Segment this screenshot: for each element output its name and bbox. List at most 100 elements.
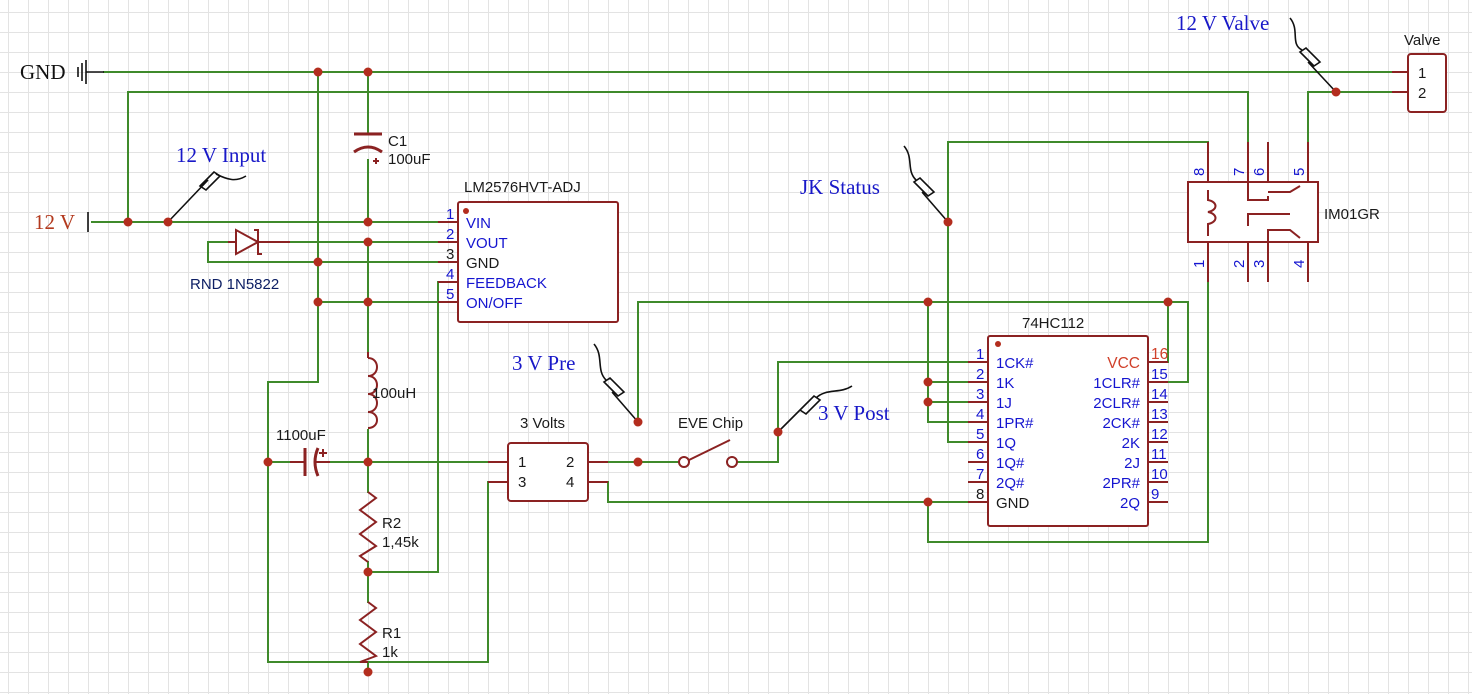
reg-pin3-name: GND xyxy=(466,255,500,272)
ff-pin-name-9: 2Q xyxy=(1120,495,1140,512)
relay-pin-5: 5 xyxy=(1291,168,1308,176)
ff-pin-num-10: 10 xyxy=(1151,466,1168,483)
ff-pin-num-1: 1 xyxy=(976,346,984,363)
net-flag-3v-pre: 3 V Pre xyxy=(512,343,639,423)
junction-dot xyxy=(1331,87,1341,97)
reg3v-pin1: 1 xyxy=(518,454,526,471)
diode-label: RND 1N5822 xyxy=(190,276,279,293)
junction-dot xyxy=(923,297,933,307)
junction-dot xyxy=(313,67,323,77)
ff-pin-num-12: 12 xyxy=(1151,426,1168,443)
ff-pin-name-3: 1J xyxy=(996,395,1012,412)
relay-pin-8: 8 xyxy=(1191,168,1208,176)
reg-pin3-num: 3 xyxy=(446,246,454,263)
valve-connector: Valve 1 2 xyxy=(1392,32,1447,113)
ff-pin-name-8: GND xyxy=(996,495,1030,512)
junction-dot xyxy=(313,297,323,307)
wire-diode-gnd xyxy=(207,241,319,263)
reg-pin4-name: FEEDBACK xyxy=(466,275,547,292)
gnd-symbol: GND xyxy=(20,60,104,84)
label-jk-status: JK Status xyxy=(800,175,880,199)
relay-pin-1: 1 xyxy=(1191,260,1208,268)
ff-pin-name-4: 1PR# xyxy=(996,415,1034,432)
12v-label: 12 V xyxy=(34,210,75,234)
capacitor-1100uf: 1100uF xyxy=(276,427,330,477)
junction-dot xyxy=(923,397,933,407)
ff-pin-num-7: 7 xyxy=(976,466,984,483)
junction-dot xyxy=(313,257,323,267)
junction-dot xyxy=(363,237,373,247)
reg-pin5-num: 5 xyxy=(446,286,454,303)
r2-value: 1,45k xyxy=(382,534,419,551)
junctions xyxy=(123,67,1341,677)
relay-pin-6: 6 xyxy=(1251,168,1268,176)
inductor-value: 100uH xyxy=(372,385,416,402)
reg-pin2-name: VOUT xyxy=(466,235,508,252)
label-3v-post: 3 V Post xyxy=(818,401,890,425)
wire-3vpost-clk xyxy=(735,361,969,463)
valve-pin1: 1 xyxy=(1418,65,1426,82)
relay-pin-2: 2 xyxy=(1231,260,1248,268)
reg-pin2-num: 2 xyxy=(446,226,454,243)
switch-name: EVE Chip xyxy=(678,415,743,432)
ff-pin-name-7: 2Q# xyxy=(996,475,1025,492)
junction-dot xyxy=(1163,297,1173,307)
junction-dot xyxy=(363,457,373,467)
c1-ref: C1 xyxy=(388,133,407,150)
wire-gnd-relay1 xyxy=(927,281,1209,543)
c1-value: 100uF xyxy=(388,151,431,168)
wire-12v-relay7 xyxy=(127,91,1249,223)
ff-pin-name-15: 1CLR# xyxy=(1093,375,1140,392)
ff-pin-num-6: 6 xyxy=(976,446,984,463)
net-flag-12v-valve: 12 V Valve xyxy=(1176,11,1337,93)
ff-pin-num-3: 3 xyxy=(976,386,984,403)
reg3v-name: 3 Volts xyxy=(520,415,565,432)
ff-pin-name-14: 2CLR# xyxy=(1093,395,1140,412)
valve-name: Valve xyxy=(1404,32,1440,49)
wire-3vpre-pr xyxy=(927,301,969,423)
ff-pin-num-16: 16 xyxy=(1151,346,1168,363)
regulator-lm2576: LM2576HVT-ADJ 1 2 3 4 5 VIN VOUT GND FEE… xyxy=(438,179,619,323)
ff-pin-num-15: 15 xyxy=(1151,366,1168,383)
label-3v-pre: 3 V Pre xyxy=(512,351,575,375)
reg3v-pin2: 2 xyxy=(566,454,574,471)
regulator-part-name: LM2576HVT-ADJ xyxy=(464,179,581,196)
wires xyxy=(91,71,1393,673)
ff-pin-num-11: 11 xyxy=(1151,446,1167,463)
ff-pin-name-2: 1K xyxy=(996,375,1014,392)
gnd-label: GND xyxy=(20,60,66,84)
wire-3vpre-vcc xyxy=(637,301,1169,423)
junction-dot xyxy=(633,417,643,427)
reg3v-pin3: 3 xyxy=(518,474,526,491)
relay-name: IM01GR xyxy=(1324,206,1380,223)
reg-pin4-num: 4 xyxy=(446,266,454,283)
reg-pin1-num: 1 xyxy=(446,206,454,223)
junction-dot xyxy=(363,567,373,577)
wire-relay5-valve2 xyxy=(1307,91,1393,143)
wire-3v-gnd xyxy=(587,481,969,503)
capacitor-c1: C1 100uF xyxy=(353,132,431,168)
relay-pin-4: 4 xyxy=(1291,260,1308,268)
ff-pin-num-8: 8 xyxy=(976,486,984,503)
ff-pin-num-4: 4 xyxy=(976,406,984,423)
wire-vcc-clr xyxy=(1167,301,1189,383)
net-flag-12v-input: 12 V Input xyxy=(167,143,266,223)
r1-value: 1k xyxy=(382,644,398,661)
junction-dot xyxy=(633,457,643,467)
junction-dot xyxy=(363,297,373,307)
junction-dot xyxy=(923,497,933,507)
wire-1q-relay8 xyxy=(947,141,1209,443)
junction-dot xyxy=(943,217,953,227)
regulator-3v: 3 Volts 1 2 3 4 xyxy=(488,415,608,502)
resistor-r1: R1 1k xyxy=(358,601,401,663)
ff-pin-num-5: 5 xyxy=(976,426,984,443)
junction-dot xyxy=(123,217,133,227)
label-12v-input: 12 V Input xyxy=(176,143,266,167)
reg3v-pin4: 4 xyxy=(566,474,574,491)
junction-dot xyxy=(163,217,173,227)
r1-ref: R1 xyxy=(382,625,401,642)
label-12v-valve: 12 V Valve xyxy=(1176,11,1269,35)
